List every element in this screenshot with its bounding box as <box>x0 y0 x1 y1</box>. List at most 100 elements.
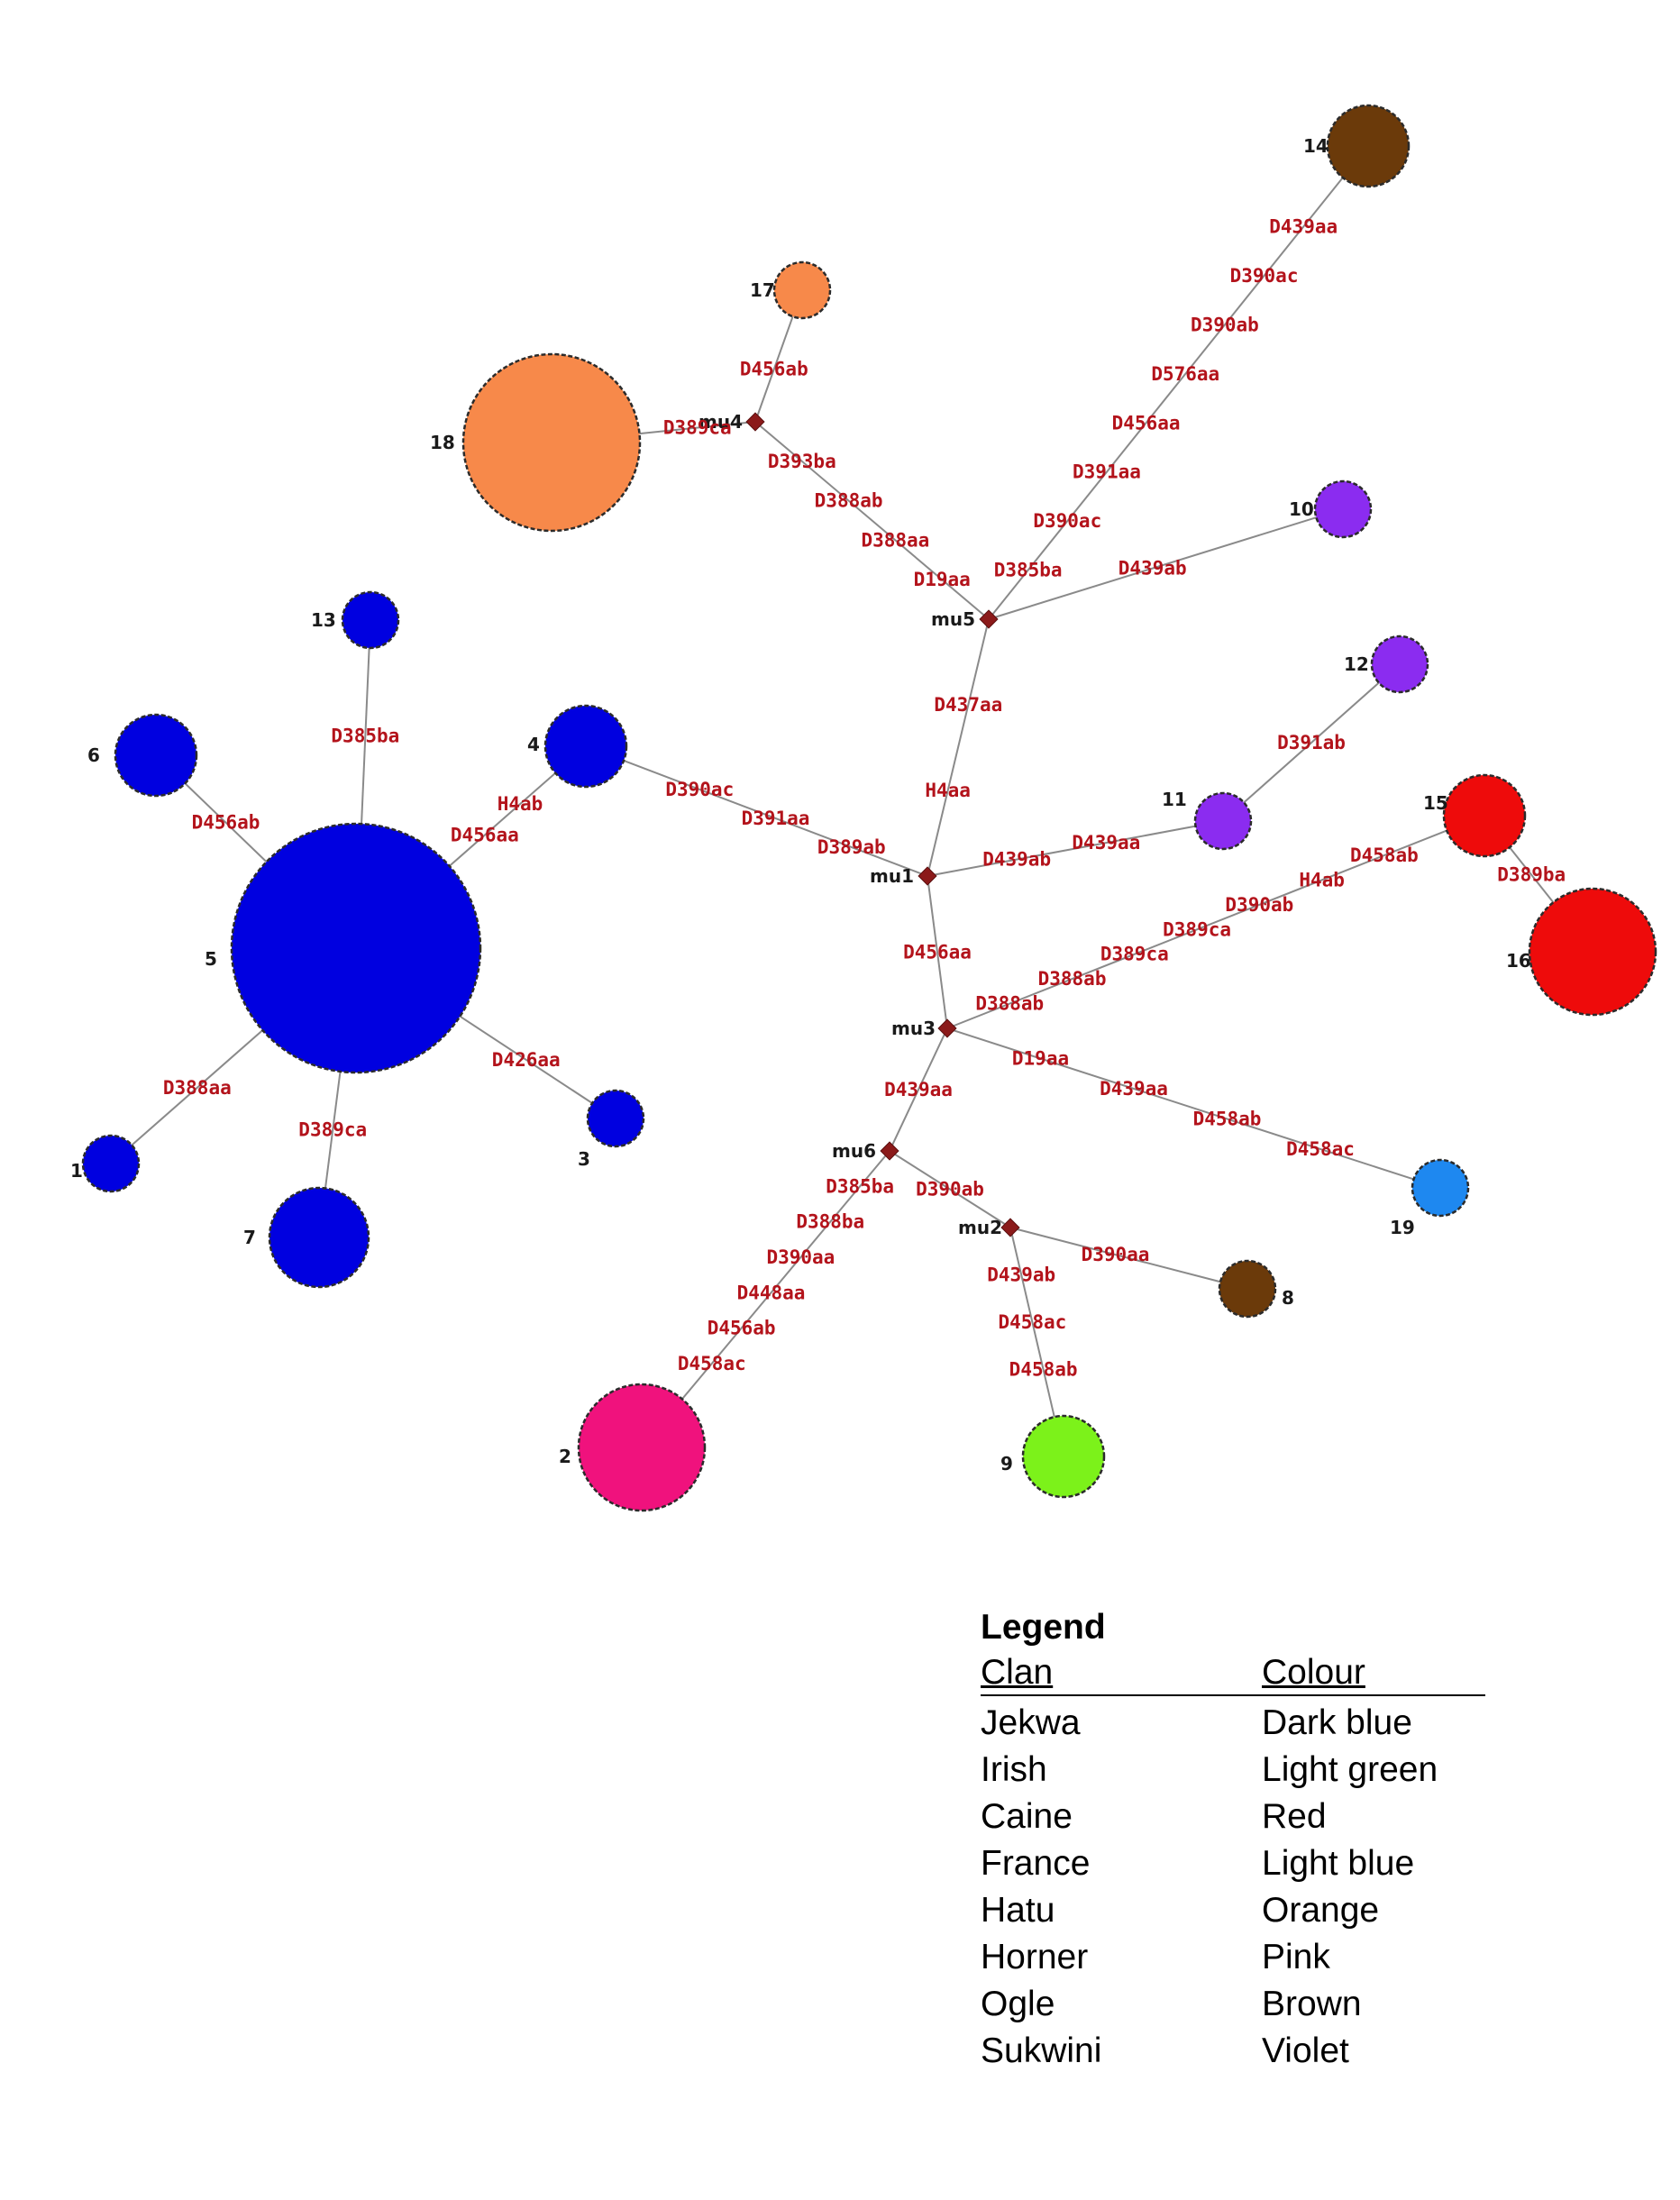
haplotype-node <box>1442 773 1527 858</box>
legend-col-clan: Clan <box>981 1653 1054 1692</box>
legend-colour: Light green <box>1262 1750 1438 1789</box>
mutation-label: D456aa <box>903 942 972 963</box>
mutation-label: D576aa <box>1151 363 1219 385</box>
mutation-label: D458ac <box>678 1353 746 1374</box>
legend-clan: Horner <box>981 1938 1089 1976</box>
haplotype-label: 5 <box>205 948 217 970</box>
median-vector-label: mu5 <box>931 608 975 630</box>
legend-colour: Dark blue <box>1262 1703 1412 1742</box>
haplotype-node <box>1411 1158 1470 1218</box>
median-vector-node <box>979 609 999 629</box>
legend-clan: Ogle <box>981 1985 1055 2023</box>
edge-line <box>623 760 928 877</box>
mutation-label: D388aa <box>163 1077 232 1099</box>
edge-line <box>754 421 990 620</box>
mutation-label: D19aa <box>1012 1047 1069 1069</box>
haplotype-node <box>543 704 628 789</box>
mutation-label: D439aa <box>1100 1078 1168 1100</box>
mutation-label: D385ba <box>826 1175 894 1197</box>
edge-line <box>988 516 1317 620</box>
haplotype-label: 10 <box>1289 498 1314 520</box>
edge-line <box>988 177 1344 620</box>
legend-colour: Red <box>1262 1797 1327 1836</box>
haplotype-label: 12 <box>1344 653 1369 675</box>
edge-line <box>1509 846 1555 903</box>
haplotype-node <box>1370 634 1429 694</box>
haplotype-label: 13 <box>311 609 336 631</box>
haplotype-node <box>586 1089 645 1148</box>
mutation-label: D390ac <box>665 779 734 800</box>
edge-line <box>1009 1227 1221 1283</box>
mutation-label: D389ba <box>1497 864 1566 886</box>
mutation-label: D388ab <box>1038 968 1107 990</box>
mutation-label: D388ba <box>796 1211 864 1233</box>
haplotype-label: 15 <box>1423 792 1448 814</box>
mutation-label: D391aa <box>1073 461 1141 483</box>
mutation-label: D458ab <box>1009 1359 1078 1381</box>
legend-clan: France <box>981 1844 1091 1883</box>
mutation-label: D439ab <box>987 1264 1055 1286</box>
median-vector-label: mu6 <box>832 1140 876 1162</box>
haplotype-label: 9 <box>1000 1453 1013 1474</box>
mutation-label: D458ac <box>1286 1138 1355 1160</box>
mutation-label: D426aa <box>492 1049 561 1071</box>
mutation-label: H4aa <box>925 780 971 801</box>
edge-line <box>889 1150 1011 1228</box>
haplotype-node <box>341 590 400 650</box>
mutation-label: D439ab <box>1118 558 1187 580</box>
edge-line <box>1009 1227 1055 1418</box>
mutation-label: D388aa <box>861 529 929 551</box>
mutation-label: D390ab <box>1191 314 1259 335</box>
median-vector-label: mu2 <box>958 1217 1002 1238</box>
haplotype-label: 4 <box>527 734 540 755</box>
mutation-label: D390aa <box>766 1246 835 1268</box>
haplotype-node <box>461 352 642 533</box>
legend-clan: Hatu <box>981 1891 1055 1930</box>
mutation-label: D439aa <box>1072 832 1140 854</box>
mutation-label: D389ab <box>817 836 886 858</box>
haplotype-label: 17 <box>750 279 775 301</box>
mutation-label: D458ac <box>998 1311 1066 1333</box>
haplotype-node <box>1218 1259 1277 1319</box>
mutation-label: D389ca <box>298 1119 367 1141</box>
haplotype-node <box>1021 1414 1106 1499</box>
haplotype-node <box>268 1186 370 1289</box>
haplotype-node <box>1193 791 1253 851</box>
legend-header: Clan Colour <box>981 1651 1485 1696</box>
median-vector-label: mu4 <box>698 411 743 433</box>
median-vector-node <box>880 1141 899 1161</box>
edge-line <box>361 647 370 825</box>
mutation-label: D391ab <box>1277 732 1346 753</box>
legend-colour: Pink <box>1262 1938 1330 1976</box>
mutation-label: D390ab <box>1225 894 1293 916</box>
legend-clan: Jekwa <box>981 1703 1081 1742</box>
mutation-label: H4ab <box>498 793 543 815</box>
mutation-label: D456ab <box>740 359 808 380</box>
median-vector-node <box>918 866 937 886</box>
legend-row: Ogle Brown <box>981 1981 1485 2028</box>
edge-line <box>946 829 1447 1029</box>
legend-colour: Brown <box>1262 1985 1362 2023</box>
mutation-label: D388ab <box>815 490 883 512</box>
edge-line <box>927 875 948 1029</box>
haplotype-node <box>772 260 832 320</box>
haplotype-label: 3 <box>578 1148 590 1170</box>
mutation-label: D390ac <box>1230 265 1299 287</box>
haplotype-label: 8 <box>1282 1287 1294 1309</box>
haplotype-node <box>81 1134 141 1193</box>
haplotype-label: 2 <box>559 1446 571 1467</box>
legend-title: Legend <box>981 1608 1106 1647</box>
mutation-label: D390ac <box>1033 510 1101 532</box>
haplotype-label: 1 <box>70 1160 83 1182</box>
mutation-label: D437aa <box>934 694 1002 716</box>
mutation-label: D439aa <box>1269 216 1338 238</box>
mutation-label: D458ab <box>1193 1108 1262 1129</box>
legend-colour: Violet <box>1262 2031 1349 2070</box>
edge-line <box>449 771 556 867</box>
mutation-label: D389ca <box>1100 944 1169 965</box>
